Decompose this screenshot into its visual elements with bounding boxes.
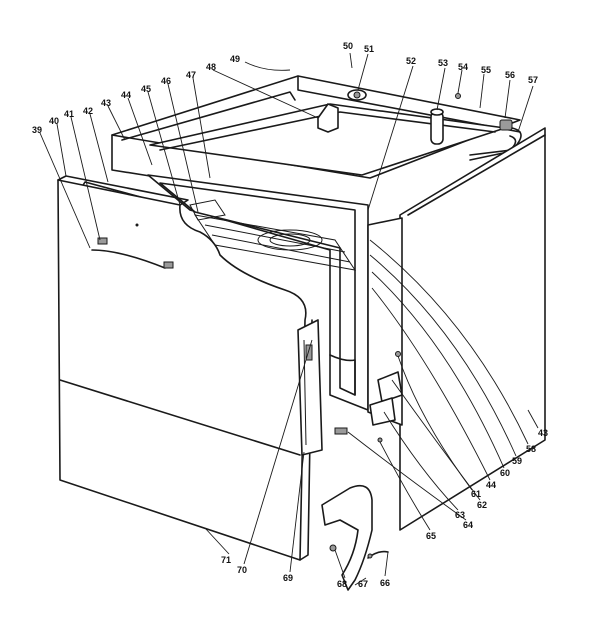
back-edge — [297, 75, 521, 133]
callout-44-top: 44 — [121, 90, 131, 100]
door-outer-panel — [57, 179, 307, 561]
callout-63: 63 — [455, 510, 465, 520]
callout-64: 64 — [463, 520, 473, 530]
oven-cavity — [147, 174, 369, 411]
side-bracket — [189, 199, 226, 221]
clip — [334, 427, 348, 435]
callout-49: 49 — [230, 54, 240, 64]
callout-54: 54 — [458, 62, 468, 72]
callout-61: 61 — [471, 489, 481, 499]
right-side-panel — [334, 127, 546, 531]
small-screw — [377, 437, 383, 443]
bottom-pan — [329, 354, 356, 396]
door-spring-bracket — [321, 484, 373, 591]
hinge-slot — [303, 339, 307, 446]
rack-wire-2 — [211, 234, 351, 263]
hinge-pin — [305, 344, 313, 361]
callout-41: 41 — [64, 109, 74, 119]
bracket-screw — [329, 544, 337, 552]
callout-47: 47 — [186, 70, 196, 80]
callout-55: 55 — [481, 65, 491, 75]
callout-65: 65 — [426, 531, 436, 541]
callout-59: 59 — [512, 456, 522, 466]
cabinet-top — [111, 75, 522, 179]
left-rail — [121, 91, 296, 141]
side-panel — [399, 127, 546, 531]
callout-67: 67 — [358, 579, 368, 589]
oven-rack — [193, 214, 357, 271]
callout-70: 70 — [237, 565, 247, 575]
knob-center — [353, 91, 361, 99]
handle-clip-left — [97, 237, 108, 245]
callout-46: 46 — [161, 76, 171, 86]
callout-66: 66 — [380, 578, 390, 588]
burner-element — [257, 229, 323, 251]
callout-57: 57 — [528, 75, 538, 85]
callout-40: 40 — [49, 116, 59, 126]
callout-45: 45 — [141, 84, 151, 94]
callout-39: 39 — [32, 125, 42, 135]
callout-43-top: 43 — [101, 98, 111, 108]
callout-69: 69 — [283, 573, 293, 583]
spring-end — [367, 553, 373, 559]
callout-60: 60 — [500, 468, 510, 478]
callout-71: 71 — [221, 555, 231, 565]
rack-wire-1 — [204, 224, 346, 253]
callout-58: 58 — [526, 444, 536, 454]
hinge-arm — [297, 319, 323, 456]
kick-line — [59, 379, 301, 456]
callout-44-side: 44 — [486, 480, 496, 490]
mount-bracket — [377, 371, 403, 403]
callout-48: 48 — [206, 62, 216, 72]
callout-56: 56 — [505, 70, 515, 80]
screw — [455, 93, 461, 99]
vent-tube — [430, 111, 444, 145]
callout-62: 62 — [477, 500, 487, 510]
callout-53: 53 — [438, 58, 448, 68]
pivot-screw — [395, 351, 401, 357]
door-top-edge — [57, 175, 189, 206]
left-back-post — [111, 134, 151, 177]
callout-43-side: 43 — [538, 428, 548, 438]
leader-lines — [39, 52, 539, 586]
burner-element-inner — [269, 233, 311, 247]
handle-clip-right — [163, 261, 174, 269]
loose-parts — [321, 484, 389, 591]
hinge-bracket — [317, 103, 339, 133]
side-panel-edge — [407, 134, 546, 216]
fitting — [499, 119, 513, 131]
latch-bracket — [369, 397, 396, 426]
door-handle — [91, 249, 166, 269]
callout-42: 42 — [83, 106, 93, 116]
door-screw — [135, 223, 139, 227]
callout-51: 51 — [364, 44, 374, 54]
callout-68: 68 — [337, 579, 347, 589]
oven-door — [57, 175, 323, 561]
callout-labels: 39 40 41 42 43 44 45 46 47 48 49 50 51 5… — [32, 41, 548, 589]
callout-52: 52 — [406, 56, 416, 66]
callout-50: 50 — [343, 41, 353, 51]
